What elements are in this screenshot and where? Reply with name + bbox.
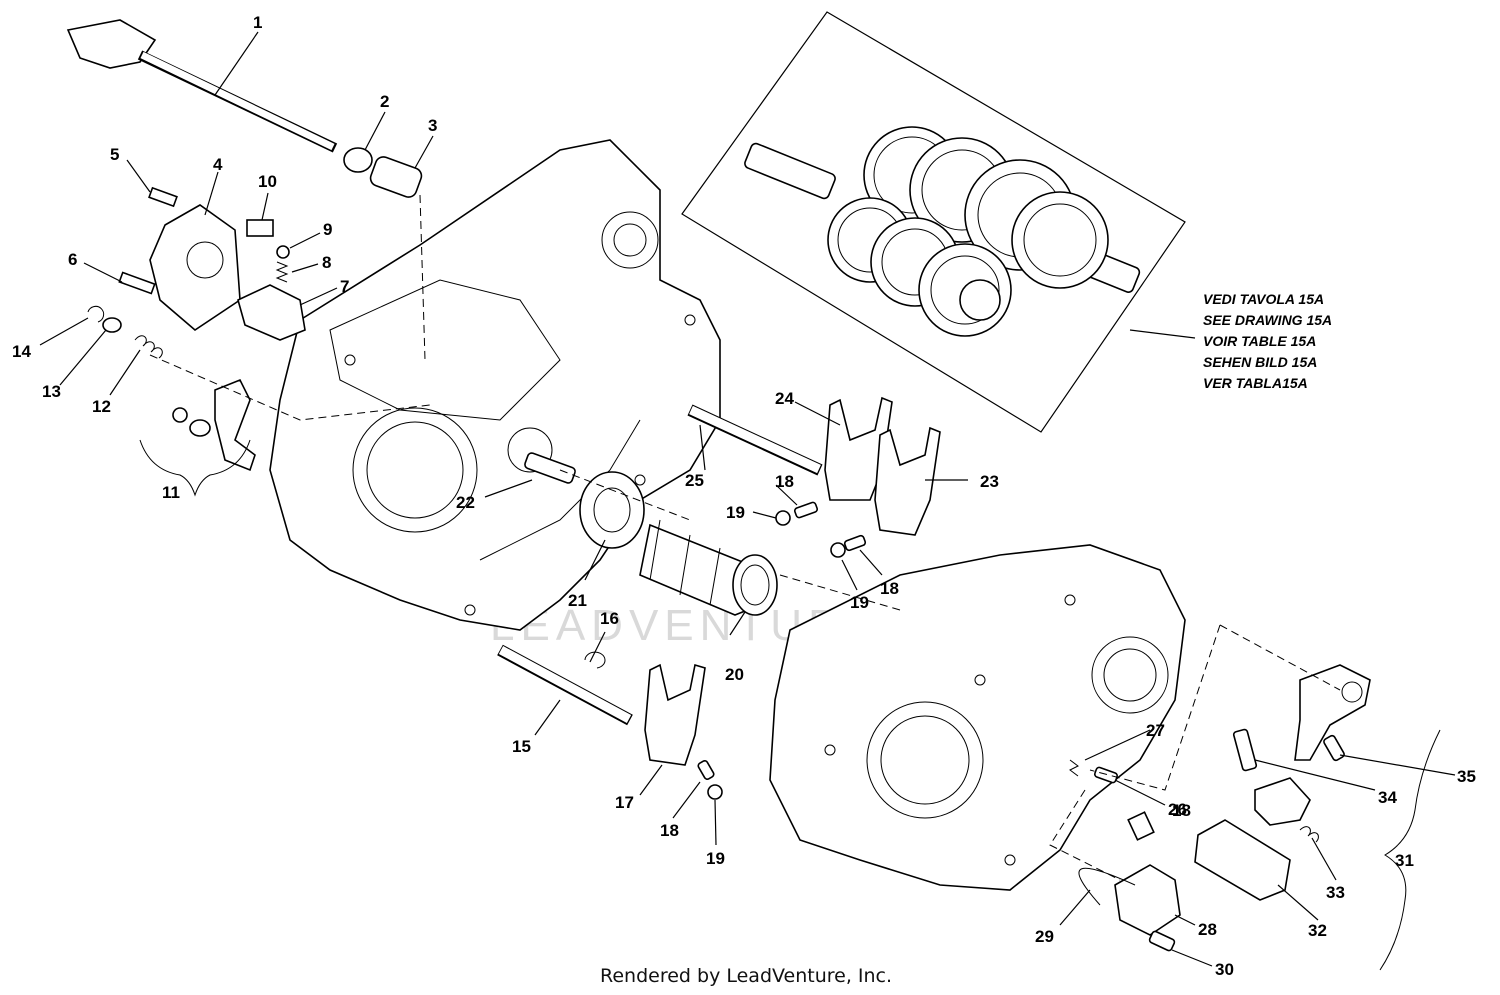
callout-1: 1 [253, 13, 262, 32]
selector-arm [214, 378, 256, 472]
gear-sensor [1114, 864, 1181, 936]
callout-labels: 1 2 3 4 5 6 7 8 9 10 11 12 13 14 15 16 1… [12, 13, 1476, 979]
brace-31 [1379, 729, 1441, 971]
nut-19b [830, 542, 846, 558]
alignment-lines [149, 194, 1341, 881]
circlip-14 [87, 305, 105, 323]
spring-27 [1069, 759, 1079, 777]
callout-18d: 18 [1172, 801, 1191, 820]
callout-4: 4 [213, 155, 223, 174]
callout-22: 22 [456, 493, 475, 512]
callout-24: 24 [775, 389, 794, 408]
callout-31: 31 [1395, 851, 1414, 870]
shift-fork-17 [644, 663, 706, 766]
callout-19c: 19 [706, 849, 725, 868]
nut-19a [775, 510, 791, 526]
callout-21: 21 [568, 591, 587, 610]
callout-12: 12 [92, 397, 111, 416]
leader-lines [39, 31, 1456, 967]
callout-7: 7 [340, 277, 349, 296]
shift-pedal-tip [1194, 819, 1291, 901]
callout-27: 27 [1146, 721, 1165, 740]
key [246, 219, 274, 237]
crankcase-right-half [769, 544, 1186, 891]
callout-9: 9 [323, 220, 332, 239]
screw-6 [118, 271, 156, 295]
washer-13 [102, 317, 122, 333]
screw-5 [148, 186, 178, 208]
reference-note-en: SEE DRAWING 15A [1203, 312, 1332, 328]
pin-18b [843, 534, 867, 552]
spring-8 [275, 261, 289, 283]
callout-10: 10 [258, 172, 277, 191]
reference-note-de: SEHEN BILD 15A [1203, 354, 1317, 370]
callout-5: 5 [110, 145, 119, 164]
callout-30: 30 [1215, 960, 1234, 979]
brace-11 [139, 439, 251, 497]
shift-drum [639, 519, 778, 616]
pin-18c [697, 760, 715, 780]
bolt-35 [1323, 734, 1345, 762]
circlip-16 [584, 651, 606, 669]
callout-16: 16 [600, 609, 619, 628]
gearshift-shaft [66, 19, 338, 153]
callout-23: 23 [980, 472, 999, 491]
pin [524, 452, 576, 484]
shift-fork-23 [874, 426, 941, 536]
callout-6: 6 [68, 250, 77, 269]
callout-17: 17 [615, 793, 634, 812]
nut-19c [707, 784, 723, 800]
retaining-plate [149, 204, 241, 332]
callout-34: 34 [1378, 788, 1397, 807]
callout-11: 11 [162, 483, 180, 502]
callout-20: 20 [725, 665, 744, 684]
callout-35: 35 [1457, 767, 1476, 786]
bolt-34 [1232, 728, 1258, 772]
callout-19b: 19 [850, 593, 869, 612]
callout-8: 8 [322, 253, 331, 272]
bolt-26 [1093, 766, 1119, 784]
sensor-connector [1127, 811, 1155, 841]
reference-note-fr: VOIR TABLE 15A [1203, 333, 1316, 349]
footer-credit: Rendered by LeadVenture, Inc. [600, 965, 892, 987]
drum-cam [579, 471, 645, 549]
shift-lever-arm [1294, 664, 1371, 761]
callout-3: 3 [428, 116, 437, 135]
callout-32: 32 [1308, 921, 1327, 940]
pin-18a [793, 501, 819, 519]
reference-note: VEDI TAVOLA 15A SEE DRAWING 15A VOIR TAB… [1203, 291, 1332, 391]
callout-2: 2 [380, 92, 389, 111]
callout-26: 26 [1168, 800, 1187, 819]
reference-note-es: VER TABLA15A [1203, 375, 1308, 391]
gear-cluster-inset [681, 11, 1196, 433]
pedal-arm [1254, 777, 1311, 826]
callout-14: 14 [12, 342, 31, 361]
callout-13: 13 [42, 382, 61, 401]
callout-18b: 18 [880, 579, 899, 598]
callout-28: 28 [1198, 920, 1217, 939]
reference-note-it: VEDI TAVOLA 15A [1203, 291, 1324, 307]
callout-18c: 18 [660, 821, 679, 840]
callout-18a: 18 [775, 472, 794, 491]
ball [276, 245, 290, 259]
shift-fork-24 [824, 396, 893, 501]
screw-30 [1148, 930, 1176, 952]
spring-12 [134, 335, 163, 359]
callout-33: 33 [1326, 883, 1345, 902]
callout-19a: 19 [726, 503, 745, 522]
callout-15: 15 [512, 737, 531, 756]
oil-seal [343, 147, 373, 173]
callout-29: 29 [1035, 927, 1054, 946]
spring-33 [1299, 826, 1319, 843]
callout-25: 25 [685, 471, 704, 490]
bushing [369, 156, 423, 198]
ratchet [237, 284, 306, 341]
